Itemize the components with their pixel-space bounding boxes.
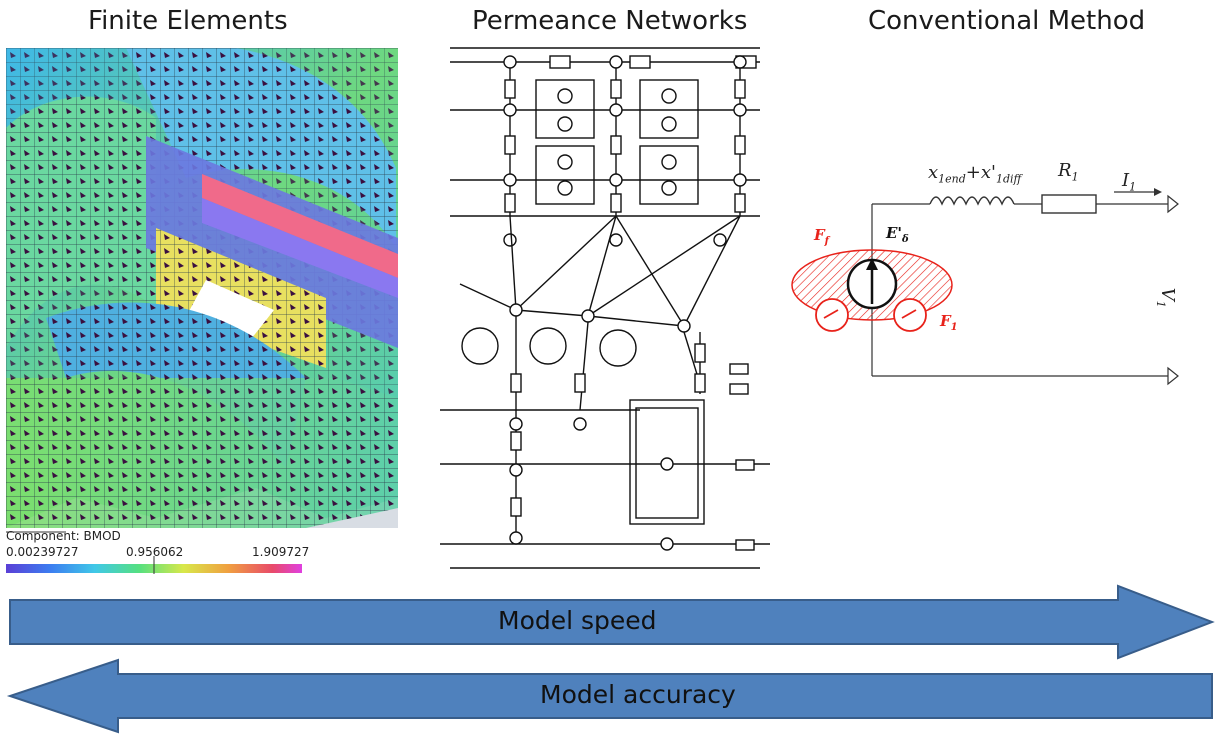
f1-symbol: F bbox=[940, 312, 951, 330]
reactance-subscript-2: 1diff bbox=[995, 172, 1022, 186]
emf-symbol: E' bbox=[886, 224, 903, 242]
colorbar-max-label: 1.909727 bbox=[252, 545, 310, 559]
ff-subscript: f bbox=[824, 236, 829, 247]
emf-label: E'δ bbox=[886, 224, 909, 245]
reactance-symbol: x bbox=[928, 162, 939, 183]
permeance-network-svg bbox=[440, 47, 770, 569]
current-subscript: 1 bbox=[1129, 180, 1137, 194]
voltage-label: V1 bbox=[1154, 288, 1178, 308]
model-accuracy-label: Model accuracy bbox=[540, 680, 736, 709]
current-label: I1 bbox=[1122, 170, 1136, 194]
model-accuracy-arrow-shape bbox=[6, 658, 1213, 734]
resistor-subscript: 1 bbox=[1071, 170, 1079, 184]
permeance-network-diagram bbox=[440, 44, 770, 576]
voltage-subscript: 1 bbox=[1154, 300, 1168, 308]
ff-symbol: F bbox=[814, 226, 825, 244]
heading-conventional-method: Conventional Method bbox=[868, 6, 1146, 36]
fe-mesh-image bbox=[6, 42, 398, 576]
reactance-subscript: 1end bbox=[938, 172, 966, 186]
colorbar-mid-label: 0.956062 bbox=[126, 545, 184, 559]
colorbar-min-label: 0.00239727 bbox=[6, 545, 79, 559]
equivalent-circuit: x1end+x'1diff R1 I1 V1 E'δ Ff F1 bbox=[780, 160, 1192, 400]
ff-label: Ff bbox=[814, 226, 829, 247]
reactance-plus: +x' bbox=[965, 162, 996, 183]
resistor-label: R1 bbox=[1058, 160, 1079, 184]
reactance-label: x1end+x'1diff bbox=[928, 162, 1021, 186]
colorbar-component-label: Component: BMOD bbox=[6, 529, 121, 543]
model-speed-arrow-shape bbox=[9, 584, 1215, 660]
heading-permeance-networks: Permeance Networks bbox=[472, 6, 748, 36]
model-speed-label: Model speed bbox=[498, 606, 657, 635]
finite-element-plot: Component: BMOD 0.00239727 0.956062 1.90… bbox=[6, 42, 398, 576]
resistor-symbol: R bbox=[1058, 160, 1072, 181]
equivalent-circuit-svg bbox=[791, 188, 1192, 386]
f1-subscript: 1 bbox=[950, 322, 958, 333]
current-symbol: I bbox=[1122, 170, 1130, 191]
model-speed-arrow: Model speed bbox=[0, 582, 1221, 662]
f1-label: F1 bbox=[940, 312, 958, 333]
model-accuracy-arrow: Model accuracy bbox=[0, 656, 1221, 736]
voltage-symbol: V bbox=[1156, 287, 1178, 301]
emf-subscript: δ bbox=[902, 234, 909, 245]
heading-finite-elements: Finite Elements bbox=[88, 6, 288, 36]
